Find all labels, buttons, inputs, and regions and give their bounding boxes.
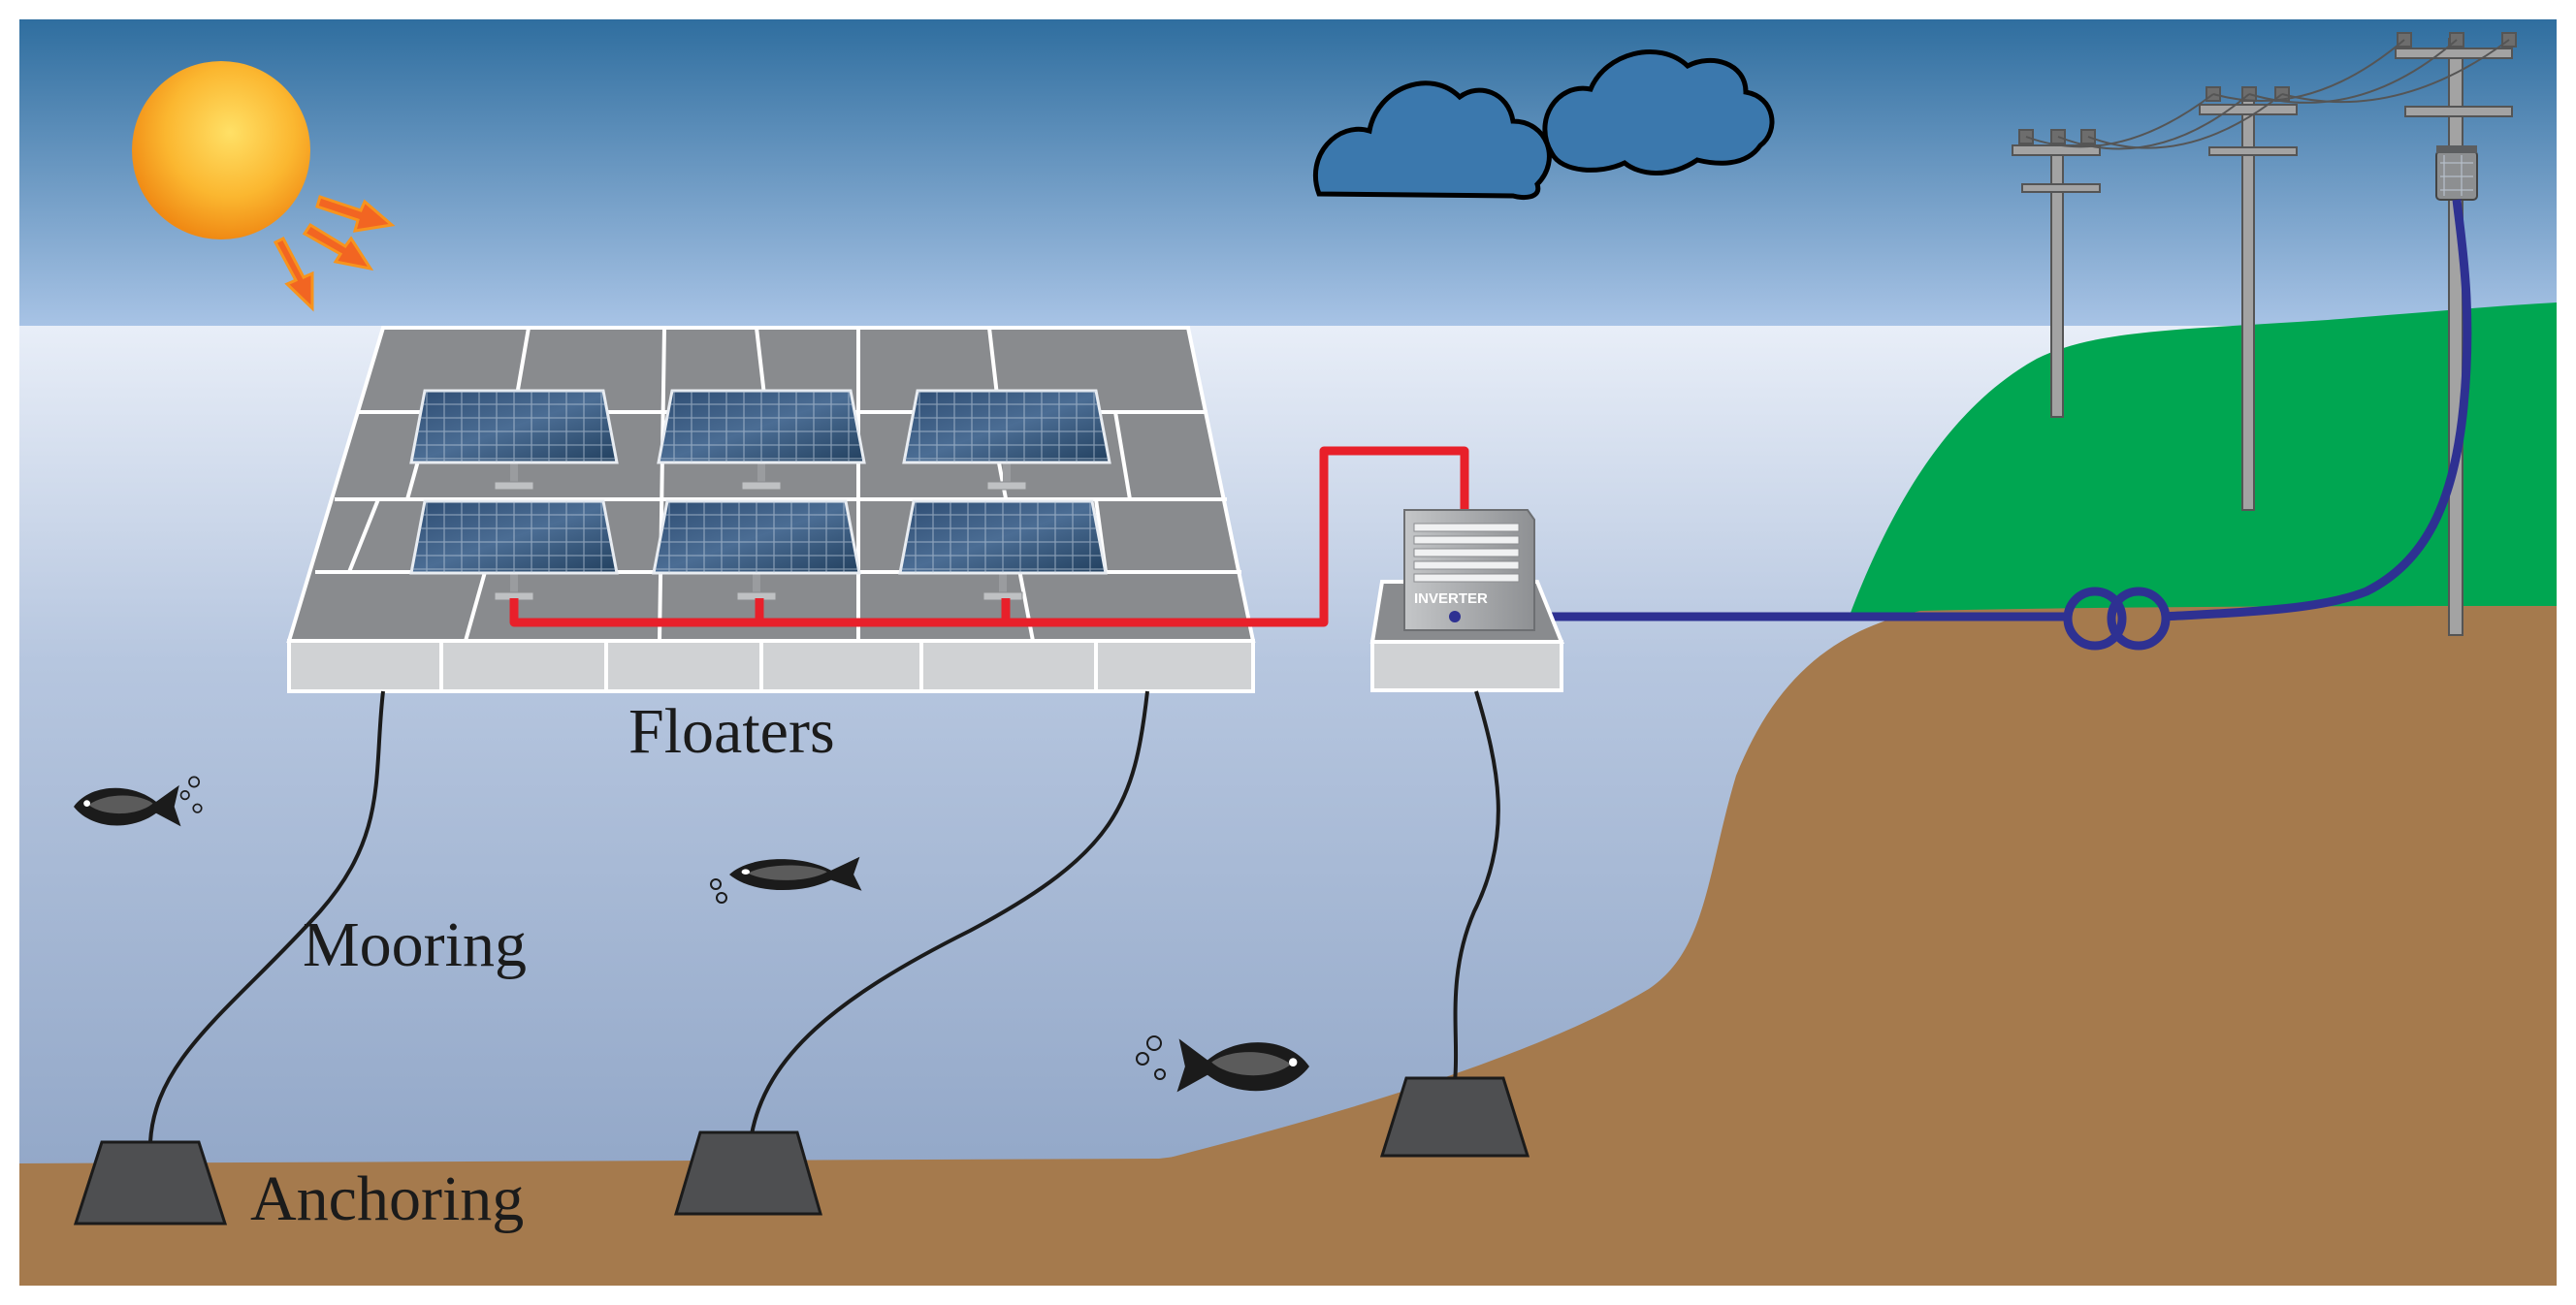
cloud-icon bbox=[1312, 80, 1552, 200]
anchoring-label: Anchoring bbox=[250, 1163, 524, 1234]
sun-ray-arrow-icon bbox=[273, 195, 396, 312]
floaters-label: Floaters bbox=[628, 696, 835, 767]
cloud-icon bbox=[1542, 49, 1775, 175]
bubbles bbox=[710, 878, 1166, 1080]
cable-coil bbox=[2107, 587, 2171, 651]
dc-cable bbox=[509, 446, 1469, 627]
sky bbox=[19, 19, 2557, 330]
fish-icon bbox=[74, 776, 203, 827]
anchor-block-icon bbox=[73, 1140, 228, 1225]
cable-coil bbox=[2063, 587, 2127, 651]
mooring-label: Mooring bbox=[303, 909, 527, 980]
power-lines bbox=[2025, 39, 2510, 150]
transformer-icon bbox=[2435, 145, 2478, 201]
inverter-label: INVERTER bbox=[1414, 590, 1488, 607]
sun-icon bbox=[132, 61, 310, 239]
anchor-block-icon bbox=[673, 1130, 822, 1216]
anchor-block-icon bbox=[1379, 1076, 1530, 1158]
inverter-icon: INVERTER bbox=[1403, 509, 1535, 631]
ac-cable bbox=[1455, 199, 2472, 621]
grass-hill bbox=[1848, 302, 2557, 621]
mooring-lines bbox=[148, 690, 1500, 1143]
